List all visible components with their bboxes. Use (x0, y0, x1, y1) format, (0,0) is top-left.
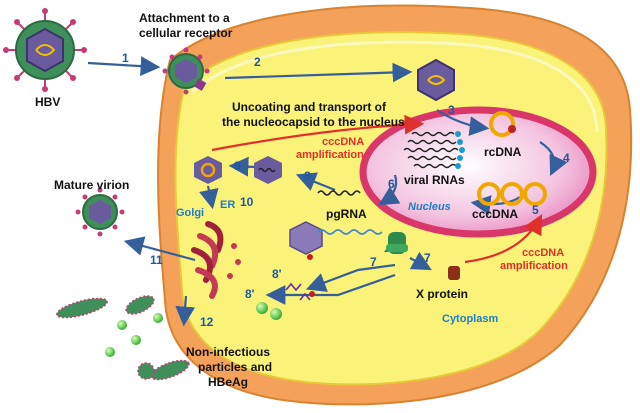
er-label: ER (220, 199, 235, 211)
step-1: 1 (122, 51, 129, 65)
step-11: 11 (150, 253, 163, 267)
step-12: 12 (200, 315, 214, 329)
step-7b: 7 (424, 251, 431, 265)
x-protein-icon (448, 266, 460, 280)
step-8-prime-a: 8' (272, 267, 282, 281)
attachment-label-line1: Attachment to a (139, 11, 230, 25)
step-7a: 7 (370, 255, 377, 269)
attachment-label-line2: cellular receptor (139, 26, 233, 40)
x-protein-label: X protein (416, 287, 468, 301)
mature-virion-icon (75, 187, 125, 237)
step-8: 8 (304, 169, 311, 183)
step-10: 10 (240, 195, 254, 209)
step-3: 3 (448, 103, 455, 117)
uncoating-label-line2: the nucleocapsid to the nucleus (222, 115, 405, 129)
step-8-prime-b: 8' (245, 287, 255, 301)
rcdna-label: rcDNA (484, 145, 522, 159)
cccdna-icon (477, 182, 547, 206)
viral-rnas-label: viral RNAs (404, 173, 465, 187)
pgrna-label: pgRNA (326, 207, 367, 221)
hbv-virion-icon (3, 8, 87, 92)
cccdna-amplification-top-line2: amplification (296, 149, 364, 161)
cccdna-amplification-bottom-line2: amplification (500, 260, 568, 272)
step-6: 6 (388, 177, 395, 191)
cytoplasm-label: Cytoplasm (442, 313, 498, 325)
cccdna-amplification-arrows (211, 114, 543, 264)
cccdna-amplification-top-line1: cccDNA (322, 136, 364, 148)
rcdna-icon (489, 111, 516, 137)
envelope-proteins-icon (285, 282, 311, 301)
noninfectious-label-line2: particles and (198, 360, 272, 374)
step-9: 9 (234, 159, 241, 173)
noninfectious-particles-icon (56, 295, 190, 381)
ribosome-icon (386, 232, 408, 254)
encapsidated-rcdna-icon (194, 156, 222, 184)
noninfectious-label-line3: HBeAg (208, 375, 248, 389)
pathway-arrows (87, 56, 568, 327)
noninfectious-label-line1: Non-infectious (186, 345, 270, 359)
uncoating-label-line1: Uncoating and transport of (232, 100, 387, 114)
nucleus-label: Nucleus (408, 201, 451, 213)
step-2: 2 (254, 55, 261, 69)
viral-rnas-icon (403, 131, 459, 169)
nucleocapsid-icon (417, 58, 455, 102)
mature-virion-label: Mature virion (54, 178, 129, 192)
step-4: 4 (563, 151, 570, 165)
golgi-label: Golgi (176, 207, 204, 219)
cccdna-label: cccDNA (472, 207, 518, 221)
encapsidated-pgrna-icon (254, 156, 282, 184)
attached-virion-icon (162, 47, 210, 95)
golgi-icon (191, 221, 224, 299)
step-5: 5 (532, 203, 539, 217)
hbv-label: HBV (35, 95, 60, 109)
cccdna-amplification-bottom-line1: cccDNA (522, 247, 564, 259)
pgrna-icon (317, 190, 361, 196)
